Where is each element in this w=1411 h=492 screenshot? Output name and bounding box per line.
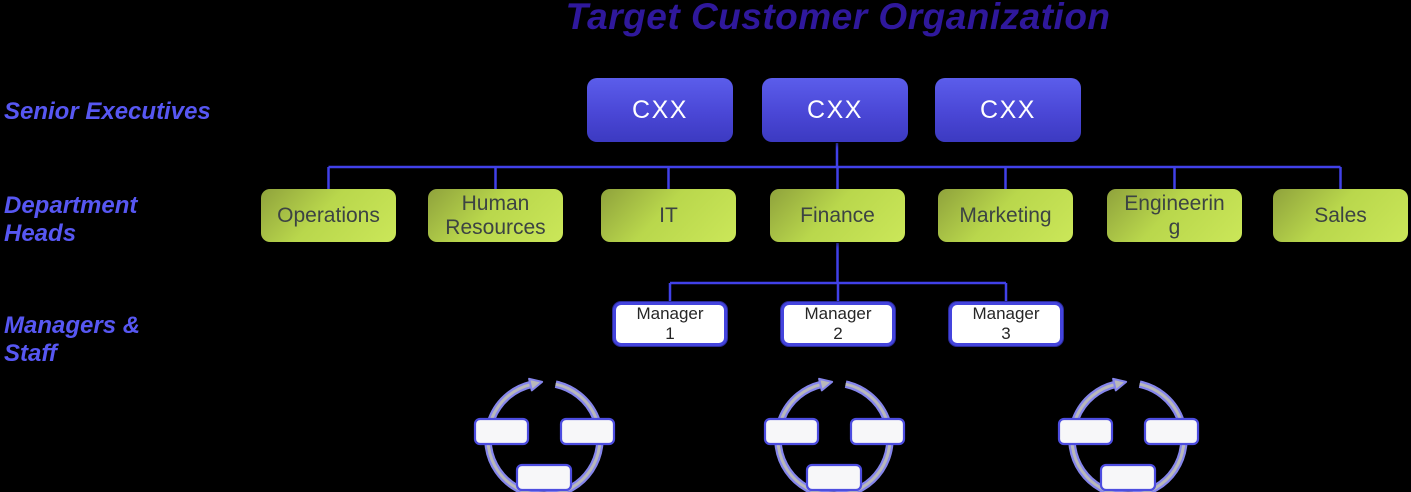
org-node-label: Human Resources (445, 191, 546, 239)
cycle-textbox[interactable] (473, 417, 530, 446)
org-node-label: IT (659, 203, 678, 227)
cycle-arrow-icon (1112, 377, 1128, 392)
cycle-arc (486, 382, 602, 492)
cycle-textbox[interactable] (1099, 463, 1157, 492)
org-node-executive-2[interactable]: CXX (762, 78, 908, 142)
org-node-label: Manager 1 (636, 303, 704, 343)
org-node-label: Sales (1314, 203, 1367, 227)
team-cycle-diagram-3[interactable] (1048, 376, 1208, 492)
cycle-textbox[interactable] (805, 463, 863, 492)
cycle-textbox[interactable] (849, 417, 906, 446)
org-node-dept-human-resources[interactable]: Human Resources (428, 189, 563, 242)
org-node-label: CXX (980, 95, 1036, 124)
org-node-label: Manager 3 (972, 303, 1040, 343)
org-node-dept-finance[interactable]: Finance (770, 189, 905, 242)
org-node-manager-3[interactable]: Manager 3 (949, 302, 1063, 346)
org-node-label: Engineering (1124, 191, 1225, 239)
org-node-manager-2[interactable]: Manager 2 (781, 302, 895, 346)
cycle-textbox[interactable] (559, 417, 616, 446)
org-node-dept-it[interactable]: IT (601, 189, 736, 242)
org-node-dept-operations[interactable]: Operations (261, 189, 396, 242)
row-label-department-heads: Department Heads (4, 192, 138, 248)
cycle-textbox[interactable] (515, 463, 573, 492)
cycle-arrow-icon (528, 377, 544, 392)
org-node-label: Marketing (959, 203, 1052, 227)
org-node-dept-engineering[interactable]: Engineering (1107, 189, 1242, 242)
team-cycle-diagram-1[interactable] (464, 376, 624, 492)
cycle-textbox[interactable] (763, 417, 820, 446)
cycle-arrow-icon (818, 377, 834, 392)
org-node-manager-1[interactable]: Manager 1 (613, 302, 727, 346)
org-node-label: Finance (800, 203, 875, 227)
page-title: Target Customer Organization (565, 0, 1111, 37)
cycle-textbox[interactable] (1057, 417, 1114, 446)
cycle-arc (1070, 382, 1186, 492)
cycle-textbox[interactable] (1143, 417, 1200, 446)
team-cycle-diagram-2[interactable] (754, 376, 914, 492)
org-node-label: CXX (632, 95, 688, 124)
org-node-label: Operations (277, 203, 380, 227)
org-node-executive-3[interactable]: CXX (935, 78, 1081, 142)
cycle-arc (776, 382, 892, 492)
org-node-executive-1[interactable]: CXX (587, 78, 733, 142)
org-node-label: CXX (807, 95, 863, 124)
org-node-dept-marketing[interactable]: Marketing (938, 189, 1073, 242)
row-label-managers-staff: Managers & Staff (4, 312, 141, 368)
row-label-senior-executives: Senior Executives (4, 98, 211, 125)
org-node-label: Manager 2 (804, 303, 872, 343)
org-node-dept-sales[interactable]: Sales (1273, 189, 1408, 242)
